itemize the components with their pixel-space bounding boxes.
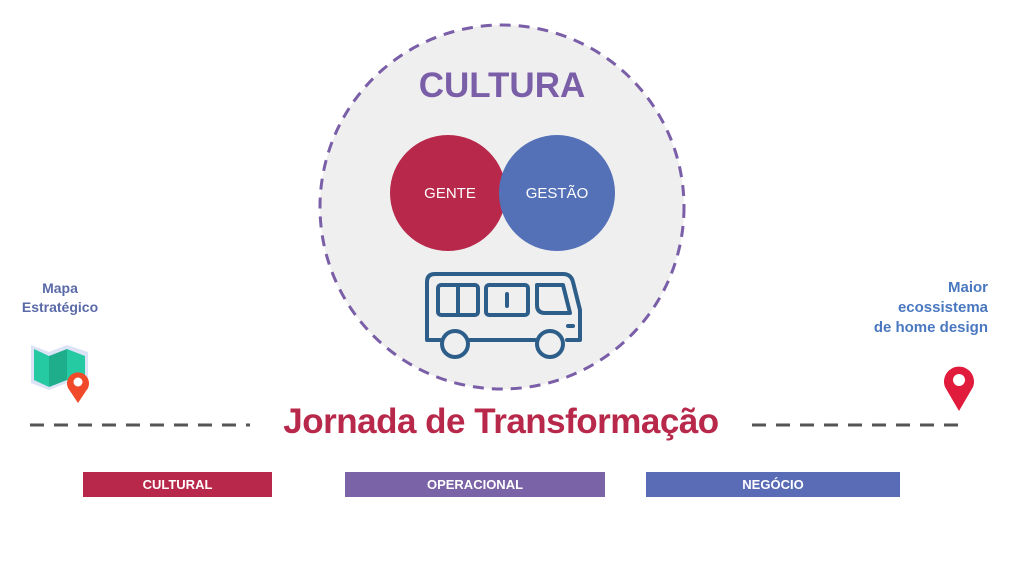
start-label-line1: Mapa (42, 280, 78, 296)
end-label: Maior ecossistema de home design (800, 278, 988, 338)
circle-title: CULTURA (418, 66, 586, 105)
gestao-circle (499, 135, 615, 251)
gestao-label: GESTÃO (525, 185, 589, 202)
gente-circle (390, 135, 506, 251)
start-label-line2: Estratégico (21, 299, 99, 315)
location-pin-icon (944, 366, 975, 411)
journey-title: Jornada de Transformação (283, 402, 719, 441)
end-label-line1: Maior (947, 279, 988, 296)
bus-icon (425, 272, 582, 359)
end-label-line3: de home design (873, 319, 988, 336)
map-icon (31, 345, 90, 403)
end-label-line2: ecossistema (897, 299, 988, 316)
start-label: Mapa Estratégico (0, 279, 120, 317)
stage-negocio: NEGÓCIO (646, 472, 900, 497)
stage-operacional: OPERACIONAL (345, 472, 605, 497)
stage-cultural: CULTURAL (83, 472, 272, 497)
gente-label: GENTE (424, 185, 476, 202)
